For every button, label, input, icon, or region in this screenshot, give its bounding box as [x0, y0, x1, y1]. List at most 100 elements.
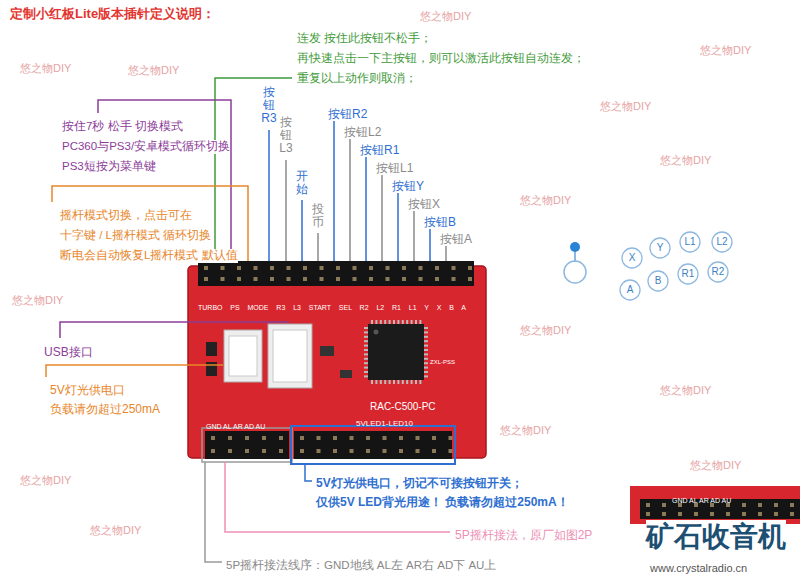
header-pin [402, 266, 406, 270]
watermark: 悠之物DIY [520, 324, 571, 337]
header-pin [774, 512, 778, 516]
leader-line [397, 193, 399, 261]
header-pin [300, 449, 304, 453]
led-header [294, 431, 452, 459]
header-pin [211, 436, 215, 440]
header-pin [694, 512, 698, 516]
button-circle: L1 [679, 231, 701, 253]
pin-label: 按钮R2 [328, 107, 367, 121]
header-pin [336, 266, 340, 270]
leader-line [317, 233, 319, 261]
chip-pin [371, 380, 373, 384]
watermark: 悠之物DIY [12, 294, 63, 307]
smd-pad [206, 362, 217, 376]
chip-pin [393, 320, 395, 324]
watermark: 悠之物DIY [20, 62, 71, 75]
header-pin [303, 266, 307, 270]
button-circle: A [619, 279, 641, 301]
header-pin [204, 266, 208, 270]
header-pin [320, 266, 324, 270]
chip-pin [397, 320, 399, 324]
header-pin [742, 512, 746, 516]
header-pin [287, 266, 291, 270]
chip-pin [419, 320, 421, 324]
chip-pin [424, 367, 428, 369]
joystick-base [564, 261, 586, 283]
silkscreen-text: GND AL AR AD AU [672, 497, 731, 505]
watermark: 悠之物DIY [600, 100, 651, 113]
leader-line [205, 462, 222, 562]
header-pin [449, 449, 453, 453]
logo: 矿石收音机 [646, 520, 786, 554]
pin-label: 按钮Y [392, 179, 424, 193]
header-pin [452, 277, 456, 281]
header-pin [211, 449, 215, 453]
header-pin [432, 449, 436, 453]
smd-component [340, 370, 352, 378]
chip-pin [364, 327, 368, 329]
leader-line [413, 211, 415, 261]
header-pin [419, 277, 423, 281]
callout-note: 5P摇杆接法，原厂如图2P [455, 528, 592, 542]
chip-pin [415, 380, 417, 384]
header-pin [221, 266, 225, 270]
header-pin [366, 449, 370, 453]
header-pin [399, 436, 403, 440]
button-letter: Y [657, 242, 664, 254]
chip-pin [364, 349, 368, 351]
header-pin [369, 266, 373, 270]
callout-note: 十字键 / L摇杆模式 循环切换 [60, 229, 211, 243]
chip-pin [389, 320, 391, 324]
watermark: 悠之物DIY [90, 524, 141, 537]
header-pin [758, 512, 762, 516]
pin-label: 按钮L2 [344, 125, 381, 139]
header-pin [350, 449, 354, 453]
silkscreen-text: ZXL-PSS [430, 359, 455, 366]
chip-pin [424, 340, 428, 342]
button-letter: R2 [712, 266, 725, 278]
button-outline [622, 248, 642, 268]
header-pin [204, 277, 208, 281]
watermark: 悠之物DIY [700, 44, 751, 57]
chip-pin [384, 380, 386, 384]
header-pin [279, 436, 283, 440]
header-pin [237, 266, 241, 270]
header-pin [386, 277, 390, 281]
chip-pin [364, 362, 368, 364]
leader-line [445, 246, 447, 261]
pin-label: 开始 [294, 170, 311, 196]
header-pin [435, 277, 439, 281]
chip-pin [406, 320, 408, 324]
header-pin [383, 449, 387, 453]
button-letter: A [627, 284, 634, 296]
header-pin [416, 436, 420, 440]
header-pin [336, 277, 340, 281]
button-letter: L2 [716, 236, 727, 248]
header-pin [270, 266, 274, 270]
watermark: 悠之物DIY [128, 64, 179, 77]
chip-pin [402, 380, 404, 384]
chip-pin [397, 380, 399, 384]
pin-label: 投币 [310, 203, 327, 229]
chip-pin [424, 353, 428, 355]
wiring-note: 5P摇杆接法线序：GND地线 AL左 AR右 AD下 AU上 [226, 559, 496, 573]
header-pin [468, 277, 472, 281]
leader-line [349, 139, 351, 261]
smd-pad [206, 342, 217, 356]
watermark: 悠之物DIY [420, 10, 471, 23]
watermark: 悠之物DIY [690, 459, 741, 472]
watermark: 悠之物DIY [520, 194, 571, 207]
pin-header [198, 261, 474, 286]
button-letter: L1 [684, 236, 695, 248]
header-pin [366, 436, 370, 440]
leader-line [365, 157, 367, 261]
button-circle: L2 [711, 231, 733, 253]
pin-label: 按钮A [440, 232, 472, 246]
button-outline [680, 232, 700, 252]
chip-pin [380, 320, 382, 324]
header-pin [300, 436, 304, 440]
header-outline [291, 426, 455, 464]
chip-pin [424, 349, 428, 351]
header-pin [416, 449, 420, 453]
leader-line [381, 175, 383, 261]
